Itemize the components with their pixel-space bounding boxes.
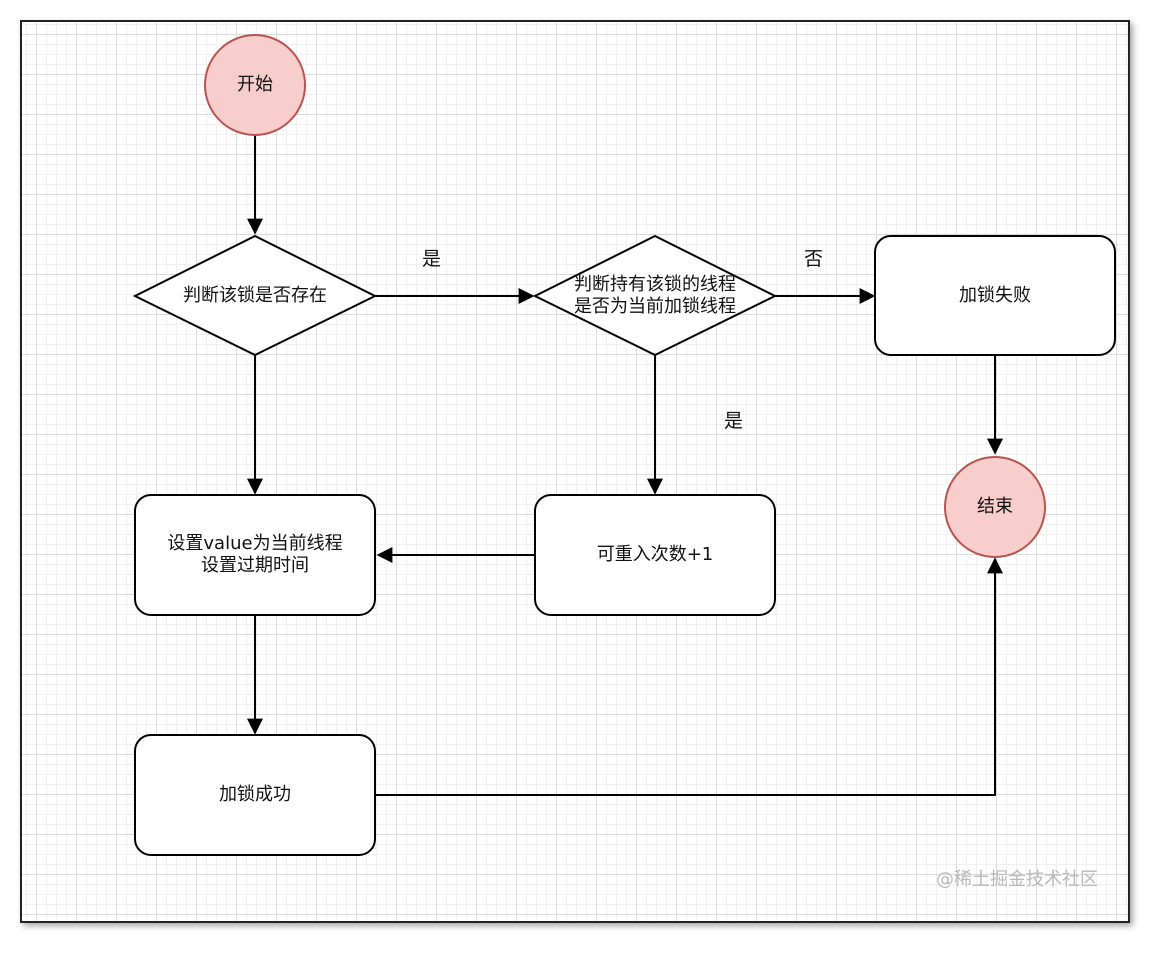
start-node — [204, 34, 306, 136]
process-set-value — [134, 494, 376, 616]
edge-label-owner-yes: 是 — [724, 410, 744, 432]
edge-success-to-end — [375, 557, 1003, 796]
decision-lock-exists — [132, 234, 378, 357]
process-lock-success — [134, 734, 376, 856]
process-reentrant — [534, 494, 776, 616]
process-lock-failed — [874, 235, 1116, 356]
diagram-canvas: 开始 判断该锁是否存在 判断持有该锁的线程 是否为当前加锁线程 加锁失败 结束 … — [20, 20, 1130, 923]
flowchart-svg — [132, 34, 1116, 856]
end-node — [944, 456, 1046, 558]
watermark-text: @稀土掘金技术社区 — [936, 869, 1098, 890]
decision-owner — [532, 234, 778, 357]
edge-label-owner-no: 否 — [804, 248, 824, 270]
edge-label-exists-yes: 是 — [422, 248, 442, 270]
